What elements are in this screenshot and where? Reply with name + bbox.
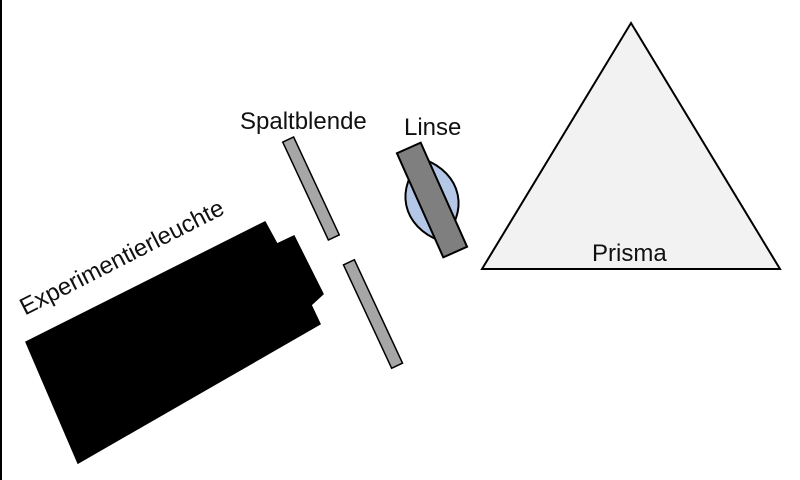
lamp-shape [25,221,324,465]
lens-holder-shape [395,141,469,259]
slit-bar-upper [281,136,341,241]
prism-label: Prisma [592,240,667,267]
slit-bar-lower [342,258,404,370]
lens-label: Linse [404,114,462,141]
slit-label: Spaltblende [240,108,367,135]
left-edge-line [0,0,2,480]
prism-shape [480,21,782,270]
